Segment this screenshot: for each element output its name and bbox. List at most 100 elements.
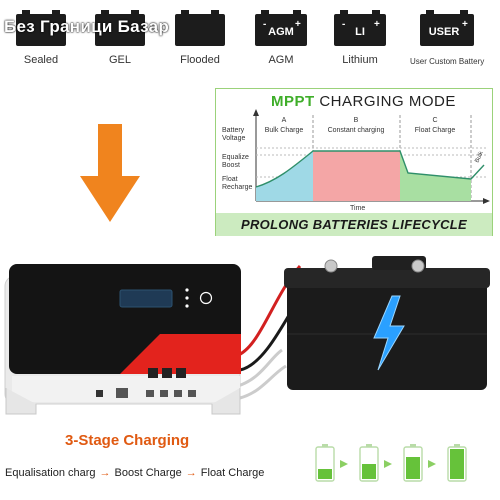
battery-type-label: Flooded xyxy=(180,54,220,66)
battery-icon-text: AGM xyxy=(268,26,294,38)
battery-icon xyxy=(255,14,307,46)
battery-terminal-icon xyxy=(101,10,109,15)
y-axis-label: Voltage xyxy=(222,135,245,142)
battery-terminal-icon xyxy=(211,10,219,15)
battery-fill xyxy=(318,469,332,479)
battery-terminal-icon xyxy=(340,10,348,15)
battery-icon xyxy=(16,14,66,46)
x-axis-arrow-icon xyxy=(483,198,490,204)
battery-terminal-icon xyxy=(261,10,269,15)
charging-curve-diagram: Battery Voltage Equalize Boost Float Rec… xyxy=(222,109,490,212)
level-label-float: Float xyxy=(222,176,238,183)
battery-level-icon xyxy=(359,446,379,482)
power-button-icon xyxy=(199,291,213,305)
port-icon xyxy=(188,390,196,397)
charging-curve-line xyxy=(255,150,485,188)
battery-cap-icon xyxy=(366,444,372,447)
mppt-charging-mode-panel: MPPT CHARGING MODE Battery Voltage Equal… xyxy=(215,88,493,236)
mounting-foot xyxy=(5,388,37,415)
rj45-port-icon xyxy=(116,388,128,398)
battery-icon-text: LI xyxy=(355,26,365,38)
x-axis-label: Time xyxy=(350,205,365,212)
mppt-title-accent: MPPT xyxy=(271,93,315,110)
battery-terminal-icon xyxy=(324,259,338,273)
battery-cap-icon xyxy=(322,444,328,447)
status-led-icon xyxy=(185,288,189,292)
battery-type-row: Sealed GEL Flooded - + AGM AGM - + LI Li… xyxy=(0,0,500,75)
battery-lid xyxy=(284,268,490,288)
arrow-right-icon: → xyxy=(185,467,197,479)
battery-fill xyxy=(362,464,376,479)
white-wire xyxy=(239,364,287,400)
charge-controller xyxy=(4,264,241,415)
prolong-lifecycle-banner: PROLONG BATTERIES LIFECYCLE xyxy=(216,213,492,236)
phase-letter: B xyxy=(354,117,359,124)
battery-cap-icon xyxy=(410,444,416,447)
port-icon xyxy=(174,390,182,397)
stage-equalisation: Equalisation charg xyxy=(5,467,96,479)
battery-terminal-icon xyxy=(22,10,30,15)
minus-icon: - xyxy=(263,19,267,30)
battery-terminal-icon xyxy=(131,10,139,15)
phase-letter: C xyxy=(432,117,437,124)
battery-icon xyxy=(334,14,386,46)
phase-name: Constant charging xyxy=(328,127,385,134)
controller-red-panel xyxy=(120,334,241,374)
mppt-title: MPPT CHARGING MODE xyxy=(271,93,456,110)
battery-fill xyxy=(406,457,420,479)
minus-icon: - xyxy=(342,19,346,30)
watermark-text: Без Граници Базар xyxy=(4,17,170,36)
battery-terminal-icon xyxy=(426,10,434,15)
battery-type-label: Sealed xyxy=(23,54,59,66)
battery-level-icon xyxy=(403,446,423,482)
battery-cap-icon xyxy=(454,444,460,447)
arrow-right-icon xyxy=(428,460,436,468)
battery-type-label: GEL xyxy=(108,54,131,66)
mounting-foot xyxy=(211,388,241,415)
battery-level-icon xyxy=(315,446,335,482)
battery-type-label: User Custom Battery xyxy=(410,57,485,66)
battery-icon-text: USER xyxy=(428,26,460,38)
bulk-charge-area xyxy=(256,151,313,201)
lead-acid-battery xyxy=(284,256,490,390)
plus-icon: + xyxy=(462,19,468,30)
y-axis-label: Battery xyxy=(222,127,245,134)
level-label-equalize: Equalize xyxy=(222,154,249,161)
stage-float: Float Charge xyxy=(200,467,265,479)
port-icon xyxy=(146,390,154,397)
battery-terminal-icon xyxy=(372,10,380,15)
terminal-screw-icon xyxy=(162,368,172,378)
arrow-right-icon xyxy=(384,460,392,468)
plus-icon: + xyxy=(295,19,301,30)
y-axis-arrow-icon xyxy=(253,109,259,116)
phase-letter: A xyxy=(282,117,287,124)
three-stage-charging-title: 3-Stage Charging xyxy=(65,432,190,449)
mppt-title-rest: CHARGING MODE xyxy=(319,93,456,110)
arrow-right-icon xyxy=(340,460,348,468)
terminal-screw-icon xyxy=(148,368,158,378)
terminal-screw-icon xyxy=(176,368,186,378)
constant-charge-area xyxy=(313,151,400,201)
battery-level-icon xyxy=(447,446,467,482)
phase-name: Bulk Charge xyxy=(265,127,304,134)
battery-icon xyxy=(420,14,474,46)
lightning-bolt-icon xyxy=(373,295,405,371)
port-icon xyxy=(96,390,103,397)
down-arrow-icon xyxy=(80,124,140,222)
battery-terminal-icon xyxy=(411,259,425,273)
battery-terminal-icon xyxy=(52,10,60,15)
stage-boost: Boost Charge xyxy=(114,467,182,479)
charge-level-icons xyxy=(315,444,467,482)
device-illustration xyxy=(4,256,490,415)
port-icon xyxy=(160,390,168,397)
battery-terminal-icon xyxy=(293,10,301,15)
battery-terminal-icon xyxy=(181,10,189,15)
status-led-icon xyxy=(185,304,189,308)
battery-icon xyxy=(175,14,225,46)
status-led-icon xyxy=(185,296,189,300)
level-label-boost: Boost xyxy=(222,162,240,169)
arrow-right-icon: → xyxy=(99,467,111,479)
battery-type-label: AGM xyxy=(268,54,294,66)
bulk-tail-label: Bulk xyxy=(474,150,485,164)
battery-terminal-icon xyxy=(460,10,468,15)
